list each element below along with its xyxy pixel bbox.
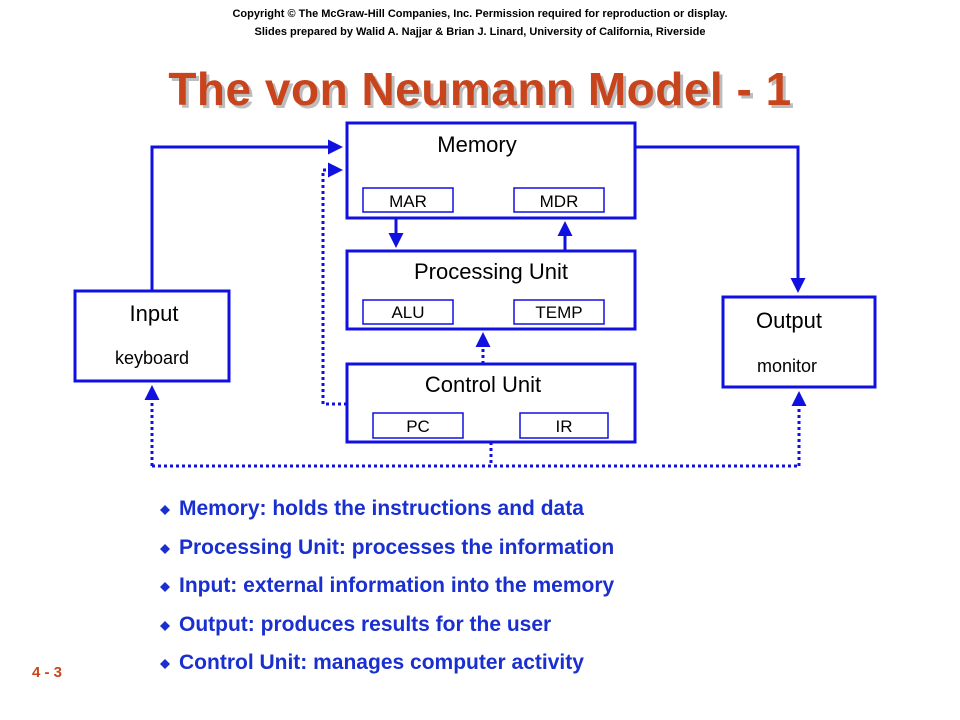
output-label: Output [756,308,822,333]
slide-credits: Slides prepared by Walid A. Najjar & Bri… [254,26,706,38]
memory-label: Memory [437,132,516,157]
temp-register [513,299,605,325]
mar-register [362,187,454,213]
diamond-bullet-icon [160,543,170,554]
temp-label: TEMP [535,303,582,322]
output-device-label: monitor [757,356,817,376]
pc-label: PC [406,417,430,436]
memory-block: Memory MAR MDR [345,121,637,220]
diamond-bullet-icon [160,659,170,669]
list-item: Output: produces results for the user [160,610,614,649]
list-item: Input: external information into the mem… [160,571,614,610]
alu-register [362,299,454,325]
diamond-bullet-icon [160,582,170,592]
processing-unit-label: Processing Unit [414,259,568,284]
ir-label: IR [556,417,573,436]
slide-title: The von Neumann Model - 1 [168,63,792,115]
list-item: Control Unit: manages computer activity [160,648,614,687]
input-to-memory-arrow [150,139,343,291]
bullet-list: Memory: holds the instructions and data … [160,494,614,687]
pc-register [372,412,464,439]
von-neumann-diagram: Memory MAR MDR Processing Unit ALU TEMP … [73,121,877,468]
page-number: 4 - 3 [32,664,63,681]
diamond-bullet-icon [160,620,170,631]
control-unit-block: Control Unit PC IR [345,362,637,444]
control-to-memory-arrow [321,162,347,406]
diamond-bullet-icon [160,505,170,515]
list-item: Memory: holds the instructions and data [160,494,614,533]
ir-register [519,412,609,439]
mar-label: MAR [389,192,427,211]
alu-label: ALU [391,303,424,322]
list-item: Processing Unit: processes the informati… [160,533,614,572]
control-unit-label: Control Unit [425,372,541,397]
mdr-label: MDR [540,192,579,211]
output-block: Output monitor [721,295,877,389]
input-device-label: keyboard [115,348,189,368]
mdr-register [513,187,605,213]
memory-to-output-arrow [635,145,806,293]
copyright-notice: Copyright © The McGraw-Hill Companies, I… [232,8,728,20]
input-label: Input [130,301,179,326]
input-block: Input keyboard [73,289,231,383]
processing-unit-block: Processing Unit ALU TEMP [345,249,637,331]
